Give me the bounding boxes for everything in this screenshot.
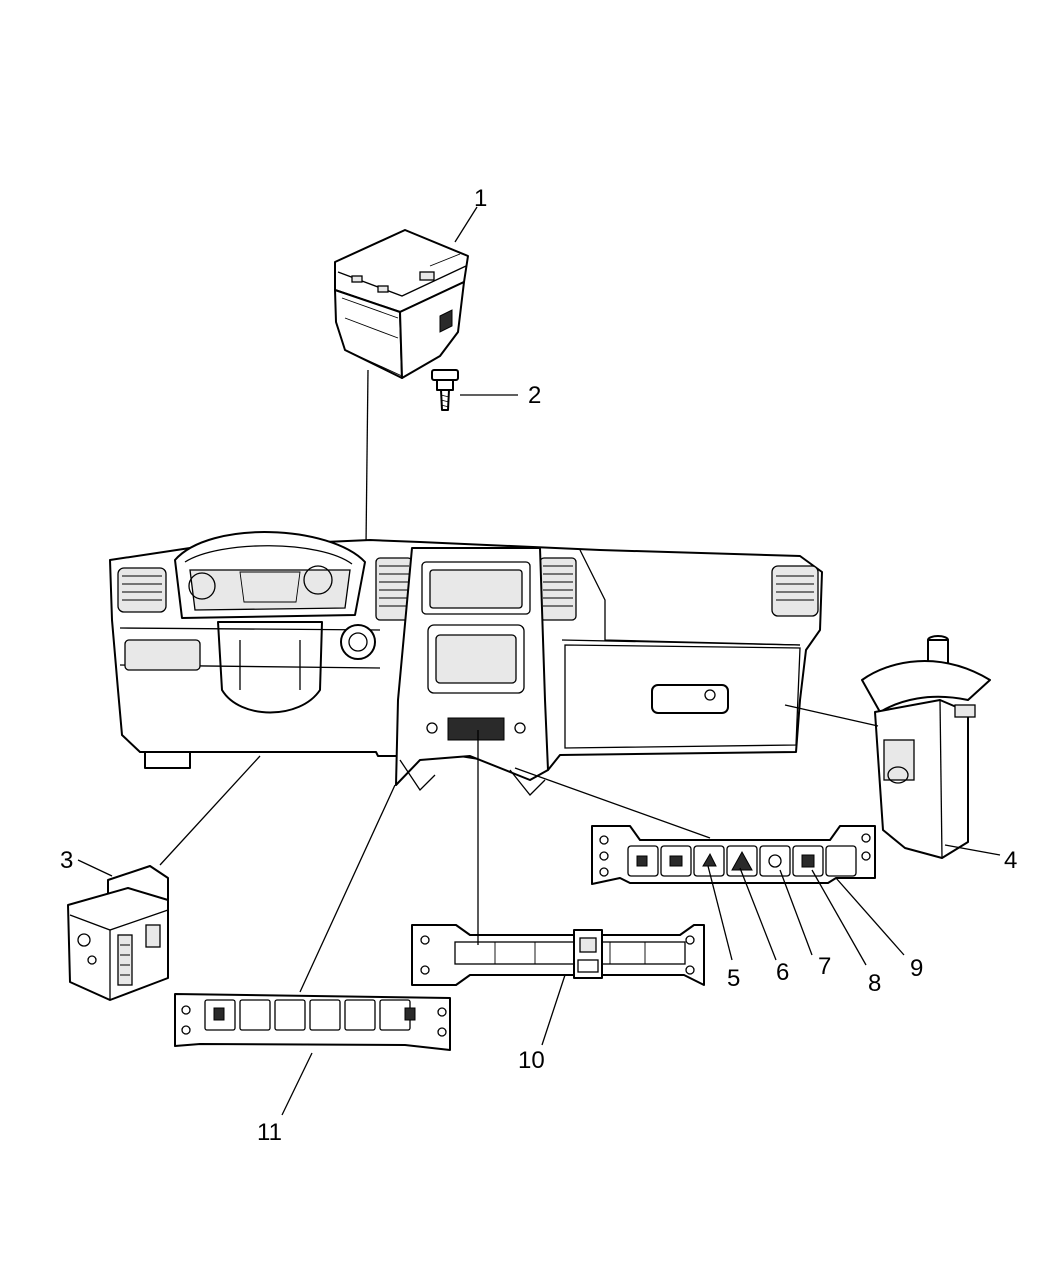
screw-part	[431, 369, 459, 411]
callout-7: 7	[818, 953, 831, 980]
callout-2: 2	[528, 382, 541, 409]
switch-panel-part	[591, 825, 876, 885]
lamp-switch-part	[67, 865, 169, 1001]
callout-1: 1	[474, 185, 487, 212]
instrument-panel-part	[109, 531, 823, 796]
callout-11: 11	[257, 1119, 282, 1146]
callout-8: 8	[868, 970, 881, 997]
callout-10: 10	[518, 1047, 545, 1074]
module-box-part	[334, 229, 469, 379]
callout-5: 5	[727, 965, 740, 992]
callout-3: 3	[60, 847, 73, 874]
seat-switch-bezel-part	[174, 993, 451, 1051]
center-bezel-part	[411, 924, 705, 986]
callout-6: 6	[776, 959, 789, 986]
callout-9: 9	[910, 955, 923, 982]
callout-4: 4	[1004, 847, 1017, 874]
ignition-switch-part	[861, 635, 991, 859]
